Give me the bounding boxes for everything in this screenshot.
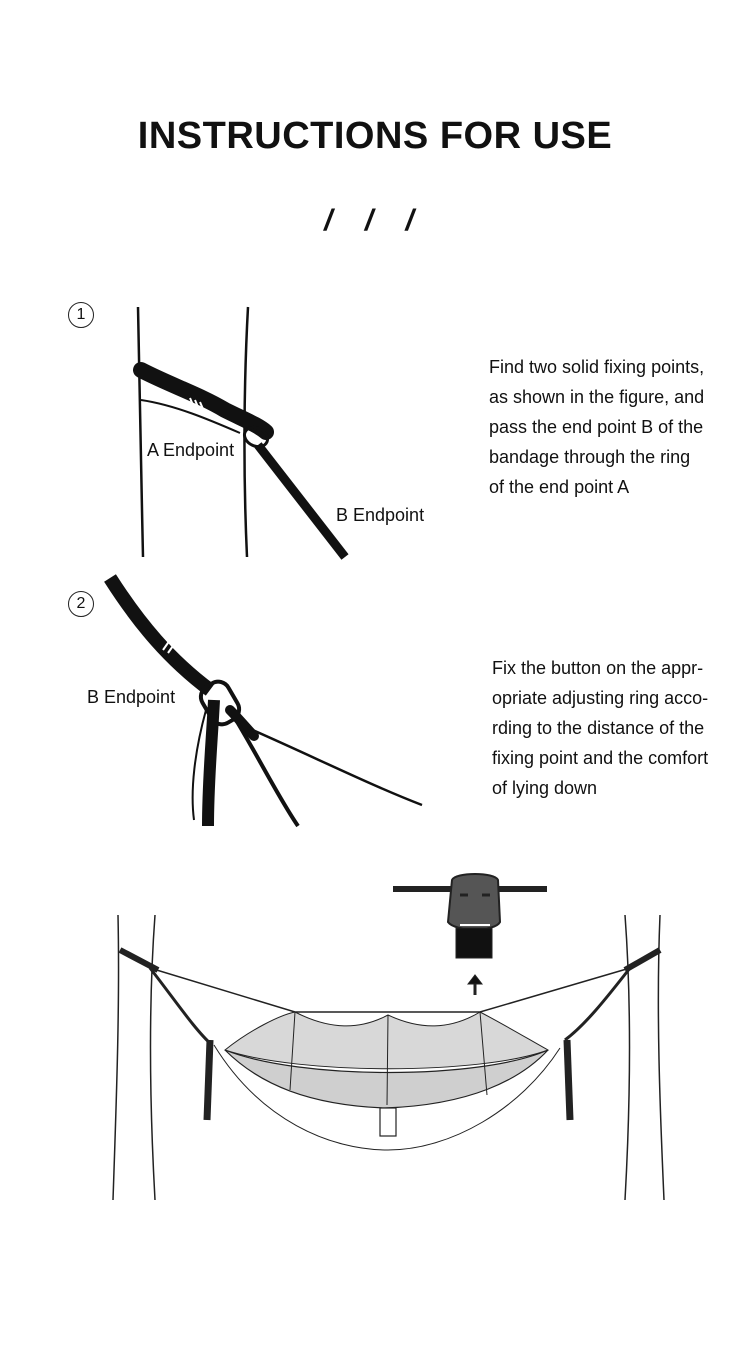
carabiner-icon (104, 574, 423, 828)
page-title: INSTRUCTIONS FOR USE (137, 115, 613, 157)
b-endpoint-label-step2: B Endpoint (87, 687, 176, 707)
step-1-number: 1 (68, 302, 94, 328)
b-endpoint-label-step1: B Endpoint (336, 505, 425, 525)
up-arrow-icon (466, 974, 484, 995)
a-endpoint-label: A Endpoint (147, 440, 235, 460)
strap-buckle-icon (393, 873, 547, 959)
step-1-text: Find two solid fixing points, as shown i… (489, 357, 705, 497)
step-2-number: 2 (68, 591, 94, 617)
tree-strap-icon (133, 306, 349, 560)
step-2-text: Fix the button on the appr- opriate adju… (492, 658, 709, 798)
decorative-ticks: / / / (324, 204, 426, 237)
hammock-icon (112, 873, 665, 1201)
